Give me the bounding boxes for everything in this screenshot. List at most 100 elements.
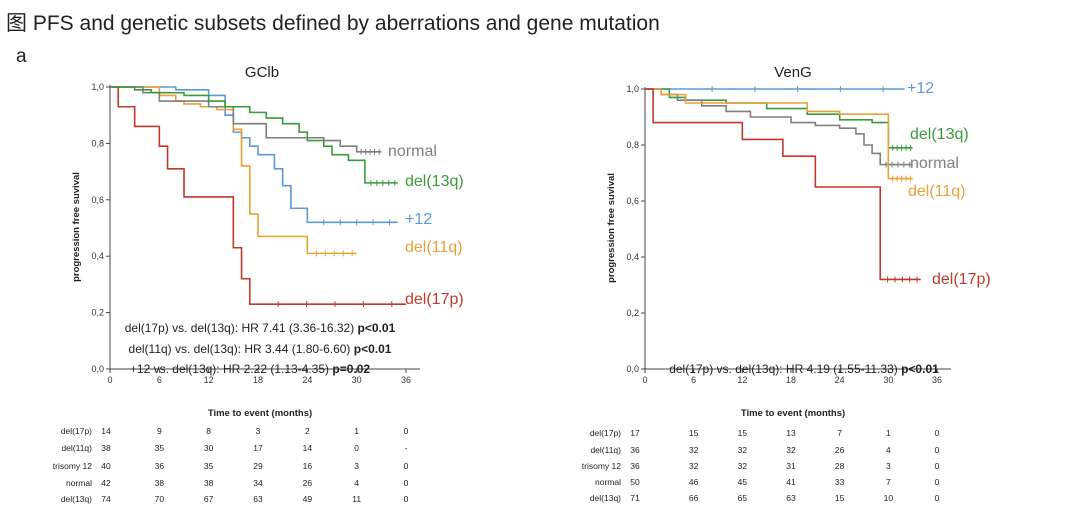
x-tick-label: 18 (253, 375, 263, 385)
chart-title: GClb (245, 64, 279, 81)
risk-cell: 36 (630, 461, 640, 471)
risk-cell: 4 (354, 478, 359, 488)
risk-cell: 3 (354, 461, 359, 471)
risk-cell: 2 (305, 426, 310, 436)
x-tick-label: 12 (737, 375, 747, 385)
risk-cell: 1 (354, 426, 359, 436)
x-tick-label: 18 (786, 375, 796, 385)
risk-cell: 14 (101, 426, 111, 436)
risk-cell: 70 (155, 494, 165, 504)
p-value: p=0.02 (332, 362, 370, 376)
risk-cell: 26 (303, 478, 313, 488)
risk-row-label: del(11q) (61, 443, 92, 453)
y-axis-label: progression free suvival (606, 173, 617, 283)
risk-cell: 15 (738, 428, 748, 438)
x-tick-label: 6 (691, 375, 696, 385)
risk-cell: 31 (786, 461, 796, 471)
risk-cell: 67 (204, 494, 214, 504)
km-curve-del13q (645, 88, 913, 149)
risk-cell: 13 (786, 428, 796, 438)
y-tick-label: 0,2 (91, 308, 104, 318)
p-value: p<0.01 (901, 362, 939, 376)
risk-cell: 0 (404, 478, 409, 488)
chart-title: VenG (774, 64, 812, 81)
series-label: normal (910, 155, 959, 172)
p-value: p<0.01 (358, 321, 396, 335)
risk-row-label: normal (66, 478, 92, 488)
risk-cell: 7 (886, 477, 891, 487)
x-tick-label: 0 (107, 375, 112, 385)
y-tick-label: 0,2 (626, 308, 639, 318)
y-tick-label: 0,8 (91, 138, 104, 148)
x-tick-label: 24 (302, 375, 312, 385)
risk-cell: 46 (689, 477, 699, 487)
risk-cell: 45 (738, 477, 748, 487)
km-curve-del17p (110, 86, 406, 305)
x-tick-label: 0 (642, 375, 647, 385)
km-curve-12 (110, 86, 398, 224)
risk-cell: 74 (101, 494, 111, 504)
risk-cell: 17 (630, 428, 640, 438)
risk-cell: 3 (886, 461, 891, 471)
risk-row-label: del(13q) (61, 494, 92, 504)
risk-cell: 16 (303, 461, 313, 471)
series-label: del(17p) (405, 291, 464, 308)
figure-title: 图 PFS and genetic subsets defined by abe… (6, 12, 660, 35)
x-tick-label: 36 (401, 375, 411, 385)
risk-cell: 38 (101, 443, 111, 453)
series-label: +12 (405, 211, 432, 228)
risk-cell: 32 (738, 445, 748, 455)
risk-cell: - (405, 443, 408, 453)
p-value: p<0.01 (354, 342, 392, 356)
risk-cell: 0 (404, 461, 409, 471)
km-curve-normal (110, 86, 382, 153)
risk-cell: 3 (256, 426, 261, 436)
risk-cell: 32 (738, 461, 748, 471)
risk-cell: 9 (157, 426, 162, 436)
x-tick-label: 6 (157, 375, 162, 385)
risk-cell: 36 (630, 445, 640, 455)
km-curve-del11q (110, 86, 357, 255)
y-tick-label: 0,4 (91, 251, 104, 261)
series-label: del(13q) (405, 173, 464, 190)
risk-row-label: del(11q) (590, 445, 621, 455)
risk-cell: 10 (884, 493, 894, 503)
risk-cell: 50 (630, 477, 640, 487)
hr-annotation: del(17p) vs. del(13q): HR 7.41 (3.36-16.… (125, 321, 396, 335)
risk-cell: 11 (352, 494, 361, 504)
hr-annotation: del(17p) vs. del(13q): HR 4.19 (1.55-11.… (669, 362, 939, 376)
risk-cell: 40 (101, 461, 111, 471)
risk-cell: 0 (935, 493, 940, 503)
risk-cell: 32 (689, 461, 699, 471)
risk-cell: 32 (786, 445, 796, 455)
y-tick-label: 0,0 (626, 364, 639, 374)
hr-annotation: +12 vs. del(13q): HR 2.22 (1.13-4.35) p=… (130, 362, 370, 376)
risk-cell: 0 (935, 445, 940, 455)
km-curve-del13q (110, 86, 398, 184)
risk-cell: 33 (835, 477, 845, 487)
y-tick-label: 0,4 (626, 252, 639, 262)
risk-cell: 35 (204, 461, 214, 471)
risk-cell: 71 (630, 493, 640, 503)
risk-cell: 30 (204, 443, 214, 453)
risk-cell: 28 (835, 461, 845, 471)
risk-cell: 15 (689, 428, 699, 438)
y-tick-label: 1,0 (626, 84, 639, 94)
y-axis-label: progression free suvival (71, 172, 82, 282)
risk-cell: 36 (155, 461, 165, 471)
series-label: del(13q) (910, 126, 969, 143)
risk-cell: 38 (155, 478, 165, 488)
risk-cell: 63 (786, 493, 796, 503)
series-label: del(11q) (908, 183, 966, 200)
risk-cell: 17 (253, 443, 263, 453)
risk-cell: 32 (689, 445, 699, 455)
risk-row-label: trisomy 12 (53, 461, 92, 471)
risk-row-label: trisomy 12 (582, 461, 621, 471)
risk-cell: 42 (101, 478, 111, 488)
panel-label: a (16, 46, 27, 67)
risk-row-label: del(17p) (590, 428, 621, 438)
x-tick-label: 12 (204, 375, 214, 385)
x-tick-label: 24 (835, 375, 845, 385)
